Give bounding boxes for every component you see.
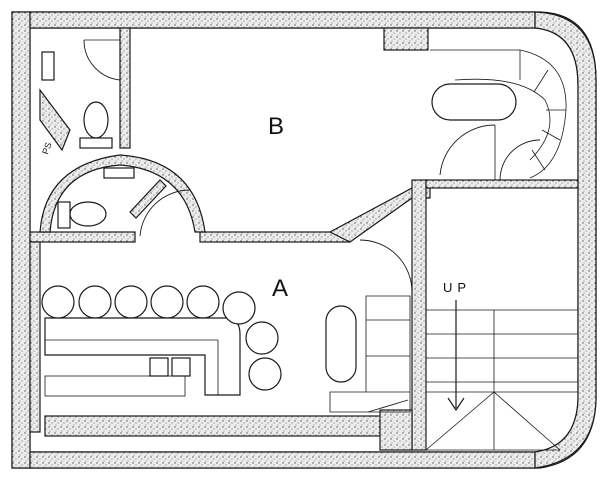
- straight-stair: UP: [425, 280, 578, 451]
- interior-walls: [29, 27, 579, 451]
- stool: [222, 291, 256, 325]
- sink-right: [171, 357, 191, 377]
- spiral-stair: [430, 49, 567, 181]
- pipe-shaft-label: PS: [40, 141, 54, 156]
- stool: [114, 285, 148, 319]
- stool: [41, 285, 75, 319]
- stool: [245, 321, 279, 355]
- door-arc-icon: [83, 39, 121, 81]
- door-arc-icon: [359, 239, 413, 293]
- bar-stools: [41, 285, 282, 391]
- toilet-tank-upper: [41, 51, 55, 81]
- room-label-a: A: [272, 275, 288, 302]
- toilet-bowl-lower: [69, 201, 107, 227]
- toilet-bowl-upper: [83, 101, 109, 139]
- stair-direction-label: UP: [443, 280, 471, 295]
- stool: [186, 285, 220, 319]
- toilet-tank-lower: [57, 201, 71, 229]
- stool: [150, 285, 184, 319]
- toilet-area: PS: [39, 39, 206, 237]
- bar-counter: [44, 317, 241, 397]
- exterior-wall: [11, 11, 597, 469]
- lounge-table: [325, 305, 357, 383]
- stool: [78, 285, 112, 319]
- spiral-core: [431, 83, 517, 121]
- stool: [248, 357, 282, 391]
- room-label-b: B: [268, 113, 284, 140]
- lounge: [325, 239, 413, 413]
- door-arc-icon: [139, 189, 191, 237]
- sink-left: [149, 357, 169, 377]
